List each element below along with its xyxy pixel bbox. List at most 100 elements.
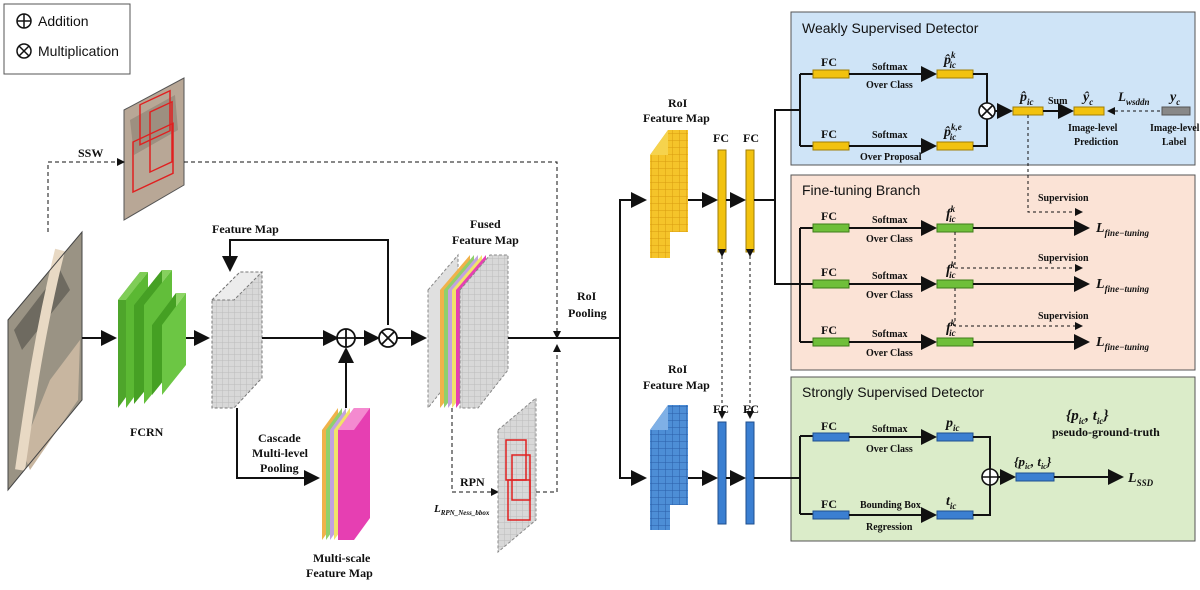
wsd-fc-2-label: FC bbox=[821, 127, 837, 141]
fused-feature-map bbox=[427, 253, 509, 410]
roi-bottom-line1: RoI bbox=[668, 362, 688, 376]
ftb-loss-1: Lfine−tuning bbox=[1095, 221, 1150, 238]
ssd-softmax: Softmax bbox=[872, 424, 908, 435]
ssw-label: SSW bbox=[78, 146, 103, 160]
ftb-softmax-3: Softmax bbox=[872, 329, 908, 340]
ftb-over-class-1: Over Class bbox=[866, 234, 913, 245]
wsd-img-pred-1: Image-level bbox=[1068, 123, 1118, 134]
ftb-supervision-2: Supervision bbox=[1038, 253, 1089, 264]
ssd-fc-2 bbox=[812, 510, 850, 520]
rpn-proposals-image bbox=[497, 396, 537, 554]
ftb-over-class-3: Over Class bbox=[866, 348, 913, 359]
wsd-y bbox=[1161, 106, 1191, 116]
fc-bottom-2 bbox=[745, 421, 755, 525]
ssd-t-label: tic bbox=[946, 494, 956, 511]
wsd-panel bbox=[790, 11, 1196, 166]
ssd-pair-label: {pic, tic} bbox=[1014, 454, 1052, 471]
wsd-over-proposal: Over Proposal bbox=[860, 152, 922, 163]
ftb-fc-1-label: FC bbox=[821, 209, 837, 223]
ftb-softmax-1: Softmax bbox=[872, 215, 908, 226]
ssd-loss: LSSD bbox=[1127, 471, 1154, 488]
ftb-f-1 bbox=[936, 223, 974, 233]
ssd-fc-1 bbox=[812, 432, 850, 442]
wsd-img-label-1: Image-level bbox=[1150, 123, 1200, 134]
ssd-p bbox=[936, 432, 974, 442]
fc-bottom-1 bbox=[717, 421, 727, 525]
legend-multiplication-label: Multiplication bbox=[38, 43, 119, 59]
roi-feature-map-top bbox=[650, 130, 688, 258]
wsd-softmax-2: Softmax bbox=[872, 130, 908, 141]
ftb-title: Fine-tuning Branch bbox=[802, 182, 920, 198]
fc-bottom-label-1: FC bbox=[713, 402, 729, 416]
roi-top-line1: RoI bbox=[668, 96, 688, 110]
fcrn-block bbox=[118, 270, 186, 408]
wsd-p-proposal bbox=[936, 141, 974, 151]
cascade-line3: Pooling bbox=[260, 461, 299, 475]
roi-pooling-line2: Pooling bbox=[568, 306, 607, 320]
roi-pooling-line1: RoI bbox=[577, 289, 597, 303]
wsd-p-sum-label: p̂ic bbox=[1019, 90, 1034, 107]
wsd-softmax-1: Softmax bbox=[872, 62, 908, 73]
ftb-fc-2 bbox=[812, 279, 850, 289]
ftb-loss-3: Lfine−tuning bbox=[1095, 335, 1150, 352]
ssd-bbox: Bounding Box bbox=[860, 500, 921, 511]
ssd-fc-2-label: FC bbox=[821, 497, 837, 511]
ssd-panel bbox=[790, 376, 1196, 542]
multiscale-line1: Multi-scale bbox=[313, 551, 371, 565]
wsd-y-label: yc bbox=[1168, 90, 1180, 107]
fc-top-label-2: FC bbox=[743, 131, 759, 145]
wsd-over-class: Over Class bbox=[866, 80, 913, 91]
wsd-fc-1-label: FC bbox=[821, 55, 837, 69]
ssd-over-class: Over Class bbox=[866, 444, 913, 455]
multiscale-feature-map bbox=[322, 408, 370, 540]
wsd-p-class bbox=[936, 69, 974, 79]
ssd-p-label: pic bbox=[945, 416, 960, 433]
legend-addition-label: Addition bbox=[38, 13, 89, 29]
roi-feature-map-bottom bbox=[650, 405, 688, 530]
wsd-yhat bbox=[1073, 106, 1105, 116]
fused-line2: Feature Map bbox=[452, 233, 519, 247]
wsd-sum-label: Sum bbox=[1048, 96, 1068, 107]
roi-bottom-line2: Feature Map bbox=[643, 378, 710, 392]
multiplication-icon bbox=[16, 43, 32, 59]
ftb-fc-2-label: FC bbox=[821, 265, 837, 279]
multiscale-line2: Feature Map bbox=[306, 566, 373, 580]
wsd-title: Weakly Supervised Detector bbox=[802, 20, 979, 36]
ssd-pair bbox=[1015, 472, 1055, 482]
addition-op-icon bbox=[336, 328, 356, 348]
legend: Addition Multiplication bbox=[3, 3, 131, 75]
rpn-label: RPN bbox=[460, 475, 485, 489]
feature-map-label: Feature Map bbox=[212, 222, 279, 236]
ftb-softmax-2: Softmax bbox=[872, 271, 908, 282]
ftb-fc-1 bbox=[812, 223, 850, 233]
fused-line1: Fused bbox=[470, 217, 501, 231]
ssd-addition-icon bbox=[981, 468, 999, 486]
fc-top-1 bbox=[717, 149, 727, 253]
ftb-f-3 bbox=[936, 337, 974, 347]
wsd-fc-2 bbox=[812, 141, 850, 151]
wsd-img-pred-2: Prediction bbox=[1074, 137, 1119, 148]
ssd-regression: Regression bbox=[866, 522, 913, 533]
wsd-loss-label: Lwsddn bbox=[1117, 89, 1149, 107]
input-aerial-image bbox=[7, 230, 83, 492]
ftb-supervision-3: Supervision bbox=[1038, 311, 1089, 322]
addition-icon bbox=[16, 13, 32, 29]
ssd-fc-1-label: FC bbox=[821, 419, 837, 433]
ssd-pgt-pair: {pic, tic} bbox=[1066, 408, 1109, 426]
ssw-proposals-image bbox=[123, 77, 185, 221]
rpn-loss-label: LRPN_Ness_bbox bbox=[433, 503, 490, 517]
ftb-fc-3-label: FC bbox=[821, 323, 837, 337]
ftb-supervision-1: Supervision bbox=[1038, 193, 1089, 204]
ftb-over-class-2: Over Class bbox=[866, 290, 913, 301]
fc-top-2 bbox=[745, 149, 755, 253]
fc-top-label-1: FC bbox=[713, 131, 729, 145]
fcrn-label: FCRN bbox=[130, 425, 164, 439]
ftb-fc-3 bbox=[812, 337, 850, 347]
